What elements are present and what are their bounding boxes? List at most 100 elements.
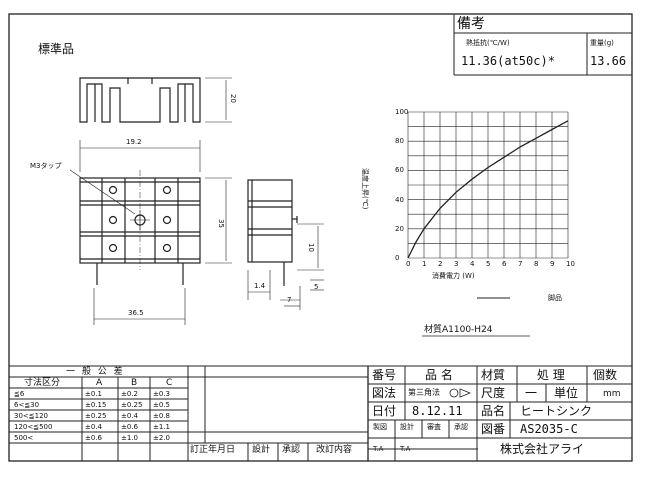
chart-xlabel: 消費電力 (W): [432, 272, 475, 280]
tolerance-value-cell: ±0.25: [121, 401, 143, 409]
chart-y-tick-label: 40: [395, 195, 404, 204]
tolerance-size-cell: 120<≦500: [14, 423, 53, 431]
width-dimension: [79, 140, 201, 172]
tolerance-value-cell: ±0.5: [153, 401, 170, 409]
title-block-lines: [367, 366, 632, 461]
tolerance-header-a: A: [96, 378, 103, 388]
tolerance-value-cell: ±0.6: [121, 423, 138, 431]
dim-bottom-width: 36.5: [128, 309, 144, 317]
tolerance-value-cell: ±0.3: [153, 390, 170, 398]
remarks-label: 備考: [457, 16, 485, 32]
dim-height-front: 35: [216, 219, 225, 228]
tb-drawing-number-label: 図番: [481, 422, 506, 436]
tolerance-header-size: 寸法区分: [24, 378, 61, 388]
chart-y-tick-label: 80: [395, 137, 404, 146]
tb-drawing-number-value: AS2035-C: [520, 422, 578, 436]
tb-check-label: 審査: [427, 423, 441, 431]
front-view: [69, 169, 232, 285]
tolerance-value-cell: ±1.1: [153, 423, 170, 431]
tolerance-size-cell: ≦6: [14, 390, 25, 398]
dim-height-top: 20: [228, 94, 237, 103]
tb-unit-label: 単位: [554, 386, 579, 400]
revision-approve-header: 承認: [282, 445, 301, 455]
revision-date-header: 訂正年月日: [190, 445, 236, 455]
tolerance-size-cell: 6<≦30: [14, 401, 40, 409]
tb-product-name-value: ヒートシンク: [520, 404, 593, 418]
chart-x-tick-label: 10: [566, 260, 575, 268]
material-label: 材質A1100-H24: [424, 325, 493, 335]
chart-x-tick-label: 4: [470, 260, 475, 268]
tolerance-value-cell: ±0.6: [85, 434, 102, 442]
chart-frame: [407, 111, 569, 299]
tolerance-value-cell: ±0.8: [153, 412, 170, 420]
tolerance-value-cell: ±0.25: [85, 412, 107, 420]
tb-scale-label: 尺度: [481, 386, 506, 400]
dim-side-height: 10: [306, 243, 315, 252]
weight-value: 13.66: [590, 54, 627, 68]
thermal-resistance-value: 11.36(at50c)*: [461, 54, 555, 68]
tb-number-label: 番号: [372, 368, 397, 382]
tb-date-label: 日付: [372, 404, 397, 418]
dim-side-small-2: 7: [287, 296, 292, 304]
tolerance-header-b: B: [131, 378, 138, 388]
side-view: [247, 179, 324, 310]
revision-design-header: 設計: [252, 445, 271, 455]
tb-drawn-label: 製図: [373, 423, 387, 431]
tb-material-label: 材質: [481, 368, 506, 382]
sheet-border: [8, 13, 633, 462]
tb-product-name-label: 品名: [481, 404, 506, 418]
top-view: [79, 77, 232, 123]
tolerance-value-cell: ±0.2: [121, 390, 138, 398]
tb-scale-value: 一: [525, 386, 538, 400]
remarks-box: [453, 14, 632, 76]
chart-y-tick-label: 20: [395, 224, 404, 233]
chart-x-tick-label: 7: [518, 260, 523, 268]
tb-company-name: 株式会社アライ: [500, 442, 585, 456]
bottom-width-dimension: [93, 288, 186, 325]
chart-x-tick-label: 2: [438, 260, 443, 268]
chart-x-tick-label: 9: [550, 260, 555, 268]
chart-x-tick-label: 0: [406, 260, 411, 268]
tolerance-value-cell: ±0.1: [85, 390, 102, 398]
temperature-rise-curve: [407, 120, 569, 259]
tb-projection-value: 第三角法: [408, 388, 440, 397]
tap-label: M3タップ: [30, 162, 62, 170]
tb-unit-value: mm: [603, 389, 621, 399]
tolerance-value-cell: ±1.0: [121, 434, 138, 442]
chart-legend-label: 脚品: [548, 294, 562, 302]
tb-quantity-label: 個数: [593, 368, 618, 382]
tb-date-value: 8.12.11: [412, 404, 463, 418]
tolerance-header-c: C: [166, 378, 173, 388]
tb-design-initials: T.A: [400, 445, 411, 453]
chart-y-tick-label: 60: [395, 166, 404, 175]
tb-treatment-label: 処 理: [537, 368, 565, 382]
chart-x-tick-label: 1: [422, 260, 427, 268]
chart-ylabel: 温度上昇(℃): [361, 168, 369, 210]
chart-x-tick-label: 5: [486, 260, 491, 268]
chart-x-tick-label: 3: [454, 260, 459, 268]
tolerance-size-cell: 30<≦120: [14, 412, 48, 420]
weight-label: 重量(g): [590, 39, 614, 47]
tolerance-title: 一 般 公 差: [66, 367, 125, 377]
dim-width-top: 19.2: [126, 138, 142, 146]
tolerance-value-cell: ±0.4: [85, 423, 102, 431]
tb-design-label: 設計: [400, 423, 414, 431]
tb-approve-label: 承認: [454, 423, 468, 431]
tb-projection-label: 図法: [372, 386, 397, 400]
thermal-resistance-label: 熱抵抗(℃/W): [466, 39, 510, 47]
dim-side-small-3: 5: [314, 283, 319, 291]
standard-label: 標準品: [38, 42, 75, 56]
chart-y-tick-label: 100: [395, 108, 409, 116]
chart-x-tick-label: 6: [502, 260, 507, 268]
tb-name-label: 品 名: [425, 368, 453, 382]
tb-drawn-initials: T.A: [373, 445, 384, 453]
tolerance-value-cell: ±2.0: [153, 434, 170, 442]
tolerance-value-cell: ±0.4: [121, 412, 138, 420]
tolerance-size-cell: 500<: [14, 434, 34, 442]
chart-x-tick-label: 8: [534, 260, 539, 268]
chart-y-tick-label: 0: [395, 254, 400, 262]
revision-content-header: 改訂内容: [316, 445, 353, 455]
tolerance-value-cell: ±0.15: [85, 401, 107, 409]
tolerance-table-lines: [9, 365, 632, 461]
